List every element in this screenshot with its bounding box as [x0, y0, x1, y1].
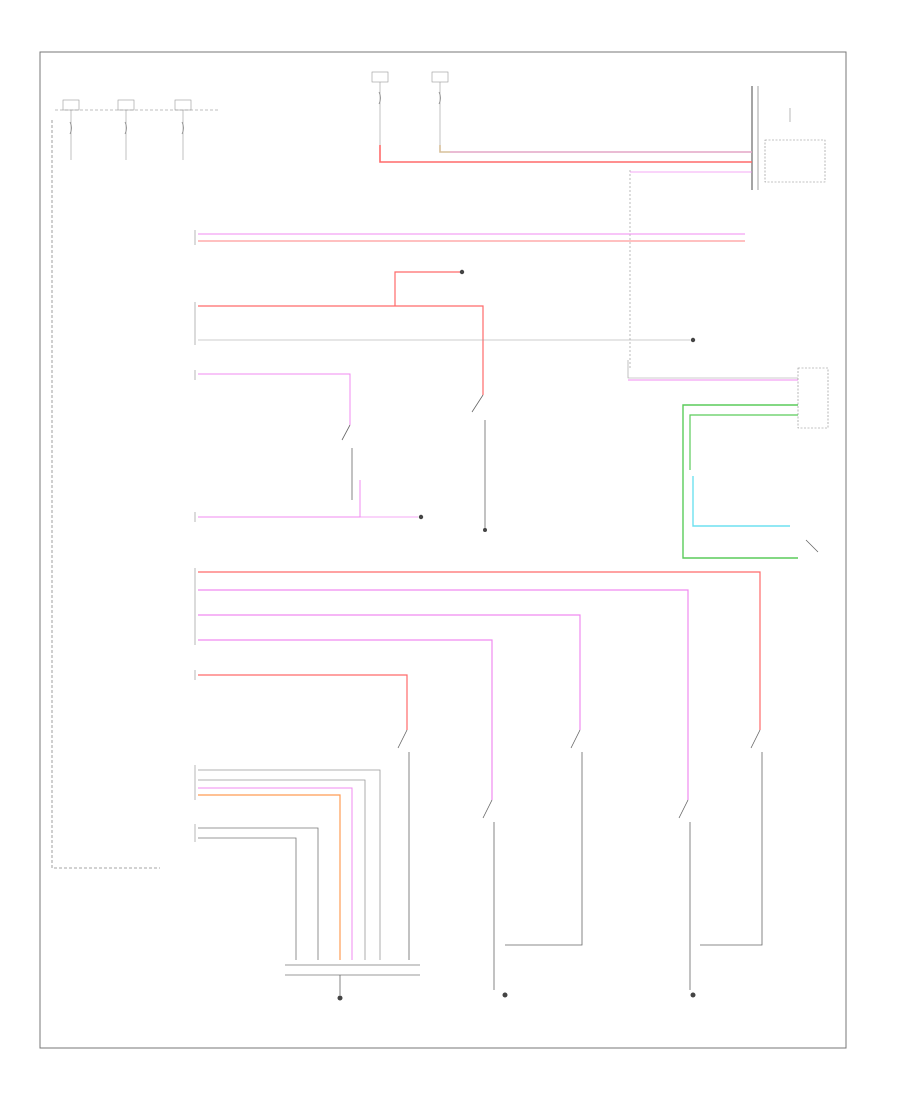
- door-ajar-switch: [805, 539, 819, 553]
- wire-gray-drop: [627, 360, 798, 379]
- wire-red-top: [379, 145, 752, 163]
- wire-gray-bundle-2: [198, 779, 366, 960]
- fuse-group-center: [371, 71, 449, 145]
- ground-symbols: [337, 992, 696, 1001]
- ground-dot: [459, 269, 465, 275]
- right-module-box: [797, 367, 829, 429]
- wire-green-loop: [682, 404, 798, 559]
- wire-red-short: [198, 674, 408, 730]
- wire-orange-bundle: [198, 794, 341, 960]
- center-switch: [471, 394, 486, 530]
- fuse-group-left: [62, 99, 192, 160]
- wire-red-long: [198, 571, 761, 730]
- wire-pink-left-switch: [198, 373, 351, 425]
- wire-cyan: [692, 476, 790, 527]
- wire-pink-bundle: [198, 787, 353, 960]
- control-module-bracket: [51, 120, 160, 869]
- wire-tan-top: [439, 145, 752, 153]
- wire-pink-long-2: [198, 614, 581, 730]
- ground-dot-2: [418, 514, 424, 520]
- ground-dot-3: [483, 528, 487, 532]
- splice-dot: [690, 337, 696, 343]
- ground-bus: [285, 964, 420, 976]
- right-top-connector: [751, 86, 826, 190]
- wire-gray-bundle-1: [198, 769, 381, 960]
- wire-red-riser: [394, 271, 460, 306]
- lower-switches: [397, 729, 763, 990]
- wire-green-second: [689, 414, 798, 470]
- switch-left-upper: [341, 424, 353, 500]
- diagram-border: [39, 51, 847, 1049]
- wire-pink-long-1: [198, 589, 689, 800]
- wire-red-branch: [198, 305, 484, 395]
- wire-gray-bundle-3: [198, 827, 319, 960]
- wire-gray-bundle-4: [198, 837, 297, 960]
- wire-pink-long-3: [198, 639, 493, 800]
- wire-pink-left-switch-lower: [198, 480, 361, 518]
